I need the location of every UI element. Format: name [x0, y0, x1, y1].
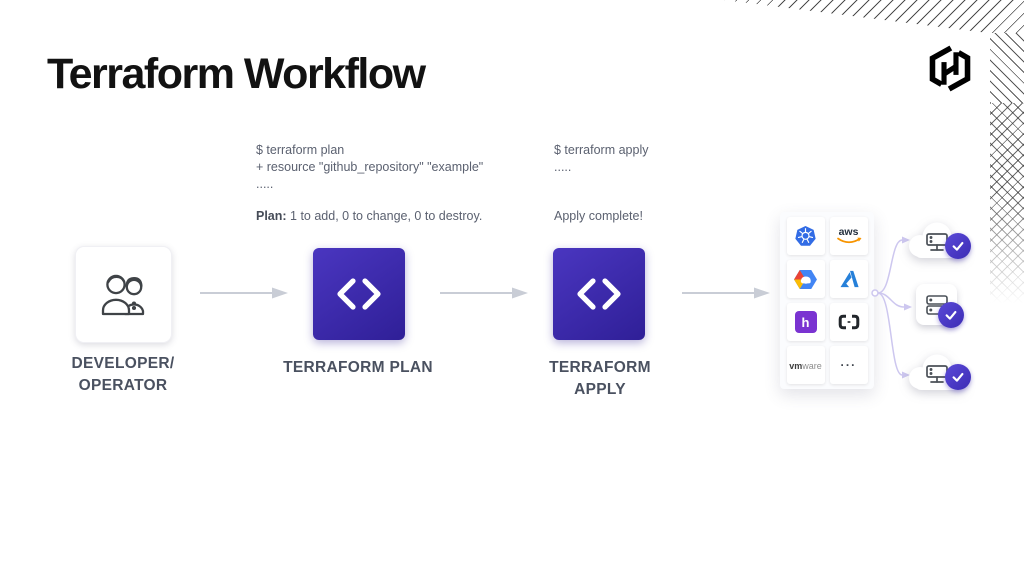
page-title: Terraform Workflow	[47, 50, 426, 98]
terraform-apply-label: TERRAFORM APPLY	[549, 359, 651, 398]
plan-command: $ terraform plan	[256, 143, 345, 157]
vmware-logo-text: vmware	[789, 361, 822, 371]
terraform-plan-card	[313, 248, 405, 340]
provider-tile-azure	[829, 260, 868, 298]
plan-result-line: Plan: 1 to add, 0 to change, 0 to destro…	[256, 208, 483, 225]
developer-operator-label: DEVELOPER/ OPERATOR	[71, 355, 175, 394]
code-brackets-icon	[577, 278, 621, 310]
brackets-icon	[838, 314, 859, 330]
provider-tile-brackets	[829, 303, 868, 341]
plan-result-text: 1 to add, 0 to change, 0 to destroy.	[286, 209, 483, 223]
terraform-apply-card	[553, 248, 645, 340]
diagonal-hatch-right	[990, 33, 1024, 103]
heroku-letter: h	[801, 314, 810, 330]
developer-operator-card	[75, 246, 172, 343]
hashicorp-logo-icon	[929, 45, 971, 92]
provider-tile-aws: aws	[829, 217, 868, 255]
plan-ellipsis: .....	[256, 177, 274, 191]
kubernetes-icon	[795, 225, 816, 246]
arrow-apply-to-providers	[682, 287, 770, 299]
provider-tile-kubernetes	[786, 217, 825, 255]
arrow-plan-to-apply	[440, 287, 528, 299]
plan-resource-line: + resource "github_repository" "example"	[256, 160, 484, 174]
crosshatch-right	[990, 103, 1024, 303]
checkmark-icon	[945, 311, 957, 320]
apply-command: $ terraform apply	[554, 143, 649, 157]
checkmark-icon	[952, 242, 964, 251]
checkmark-icon	[952, 373, 964, 382]
check-badge	[945, 233, 971, 259]
apply-result-text: Apply complete!	[554, 209, 643, 223]
apply-ellipsis: .....	[554, 160, 572, 174]
diagonal-hatch-top	[724, 0, 1024, 33]
aws-smile-icon	[836, 237, 861, 244]
provider-tile-more: ...	[829, 346, 868, 384]
provider-tile-google-cloud	[786, 260, 825, 298]
people-icon	[101, 274, 144, 315]
more-providers-dots: ...	[840, 355, 857, 369]
provider-tile-vmware: vmware	[786, 346, 825, 384]
arrow-dev-to-plan	[200, 287, 288, 299]
code-brackets-icon	[337, 278, 381, 310]
azure-icon	[840, 270, 859, 288]
terminal-output-plan: $ terraform plan + resource "github_repo…	[256, 142, 483, 225]
check-badge	[938, 302, 964, 328]
google-cloud-icon	[794, 269, 817, 289]
aws-logo-text: aws	[838, 226, 859, 238]
providers-grid-card: aws h	[780, 212, 874, 389]
terminal-output-apply: $ terraform apply ..... Apply complete!	[554, 142, 648, 225]
connector-lines	[871, 236, 912, 379]
terraform-plan-label: TERRAFORM PLAN	[283, 359, 433, 376]
provider-tile-heroku: h	[786, 303, 825, 341]
check-badge	[945, 364, 971, 390]
plan-result-label: Plan:	[256, 209, 287, 223]
heroku-icon: h	[794, 311, 817, 333]
